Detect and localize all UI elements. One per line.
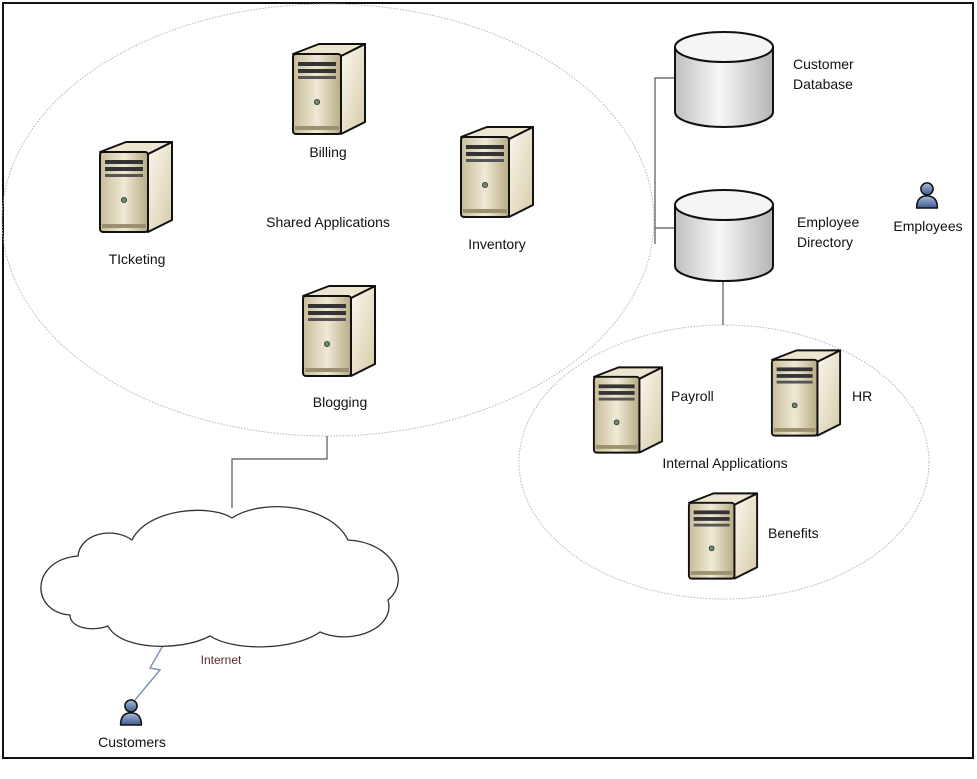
server-payroll: Payroll bbox=[592, 366, 714, 454]
server-benefits: Benefits bbox=[687, 492, 819, 580]
customer-database-label-2: Database bbox=[793, 76, 853, 92]
employee-directory-label-1: Employee bbox=[797, 214, 859, 230]
internal-applications-group bbox=[518, 324, 930, 600]
server-hr-label: HR bbox=[852, 388, 872, 404]
server-payroll-label: Payroll bbox=[671, 388, 714, 404]
customer-database: Customer Database bbox=[674, 31, 854, 128]
server-billing: Billing bbox=[292, 43, 366, 160]
employees-actor: Employees bbox=[893, 182, 963, 234]
server-inventory-label: Inventory bbox=[468, 236, 526, 252]
server-benefits-label: Benefits bbox=[768, 525, 819, 541]
shared-applications-group bbox=[1, 3, 655, 437]
lightning-internet-customers bbox=[134, 641, 166, 701]
server-inventory: Inventory bbox=[460, 126, 534, 252]
connector-shared-to-internet bbox=[231, 436, 328, 508]
employees-label: Employees bbox=[893, 218, 962, 234]
server-ticketing-label: TIcketing bbox=[109, 251, 166, 267]
server-billing-label: Billing bbox=[309, 144, 346, 160]
internet-label: Internet bbox=[201, 653, 242, 667]
server-hr: HR bbox=[770, 349, 872, 437]
employee-directory-database: Employee Directory bbox=[674, 189, 859, 282]
internal-applications-label: Internal Applications bbox=[662, 455, 787, 471]
server-ticketing: TIcketing bbox=[99, 141, 173, 267]
internet-cloud: Internet bbox=[40, 506, 399, 667]
connectors bbox=[134, 77, 724, 701]
customer-database-label-1: Customer bbox=[793, 56, 854, 72]
connector-shared-to-databases bbox=[654, 77, 675, 244]
employee-directory-label-2: Directory bbox=[797, 234, 853, 250]
server-blogging-label: Blogging bbox=[313, 394, 368, 410]
server-blogging: Blogging bbox=[302, 285, 376, 410]
customers-actor: Customers bbox=[98, 699, 166, 750]
customers-label: Customers bbox=[98, 734, 166, 750]
shared-applications-label: Shared Applications bbox=[266, 214, 390, 230]
